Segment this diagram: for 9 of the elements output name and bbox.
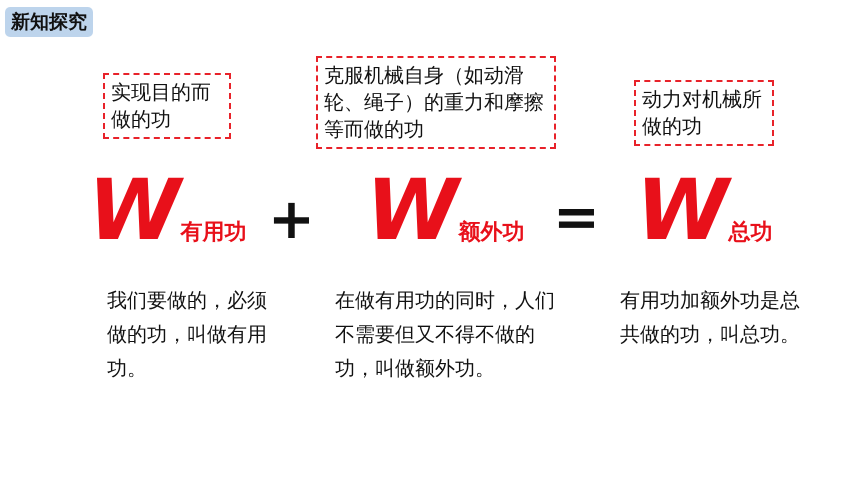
dashed-note-box: 动力对机械所做的功 [634,80,774,146]
paragraph: 我们要做的，必须做的功，叫做有用功。 [107,287,268,382]
dashed-note-box: 克服机械自身（如动滑轮、绳子）的重力和摩擦等而做的功 [316,56,556,149]
dashed-note-box: 实现目的而做的功 [103,73,231,139]
plus-sign: + [268,190,315,250]
title-tag: 新知探究 [5,7,93,37]
equals-sign: = [553,188,600,248]
paragraph: 在做有用功的同时，人们不需要但又不得不做的功，叫做额外功。 [335,287,555,382]
paragraph: 有用功加额外功是总共做的功，叫总功。 [620,287,801,348]
